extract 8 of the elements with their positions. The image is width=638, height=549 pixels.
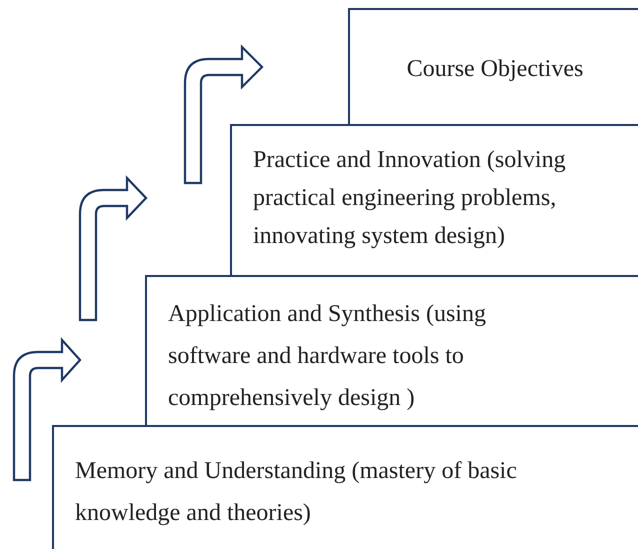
curved-arrow <box>12 338 82 482</box>
level-text: Memory and Understanding (mastery of basic knowledge and theories) <box>75 457 518 528</box>
level-text: Practice and Innovation (solving practical engineering problems, innovating system design) <box>253 146 567 251</box>
level-text: Course Objectives <box>406 55 584 84</box>
level-box <box>348 8 638 126</box>
level-text: Application and Synthesis (using software and hardware tools to comprehensively design ) <box>168 300 487 413</box>
curved-arrow <box>184 46 264 184</box>
curved-arrow <box>78 176 148 322</box>
